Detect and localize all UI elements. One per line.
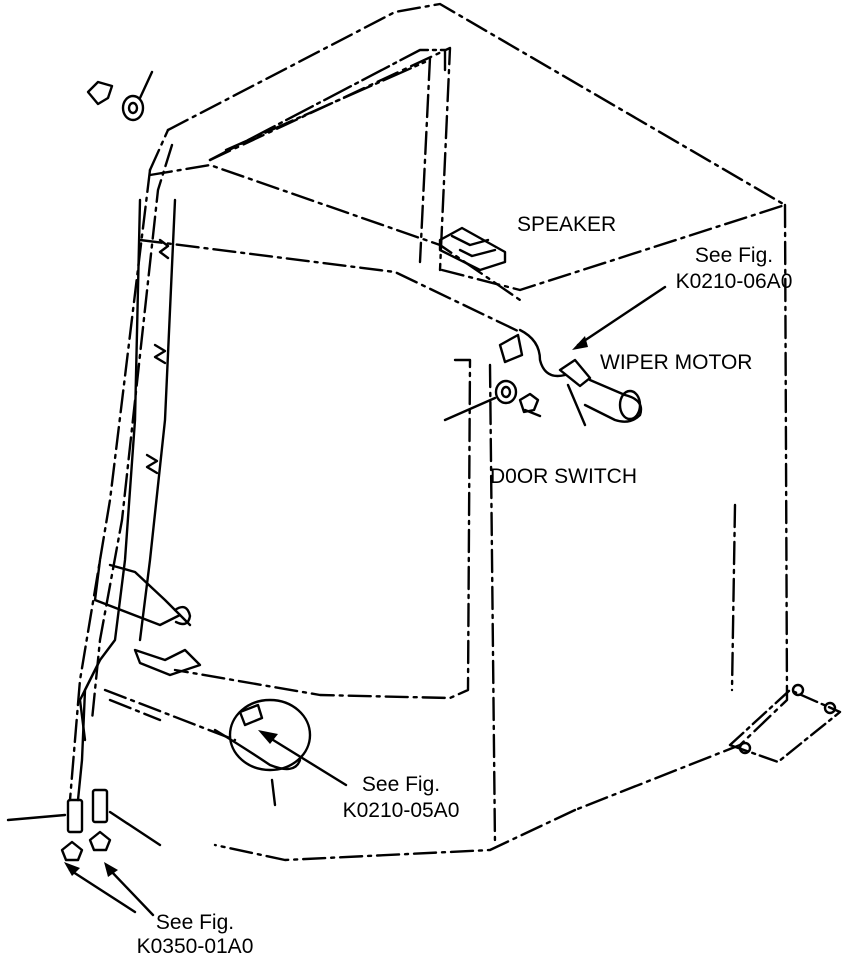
base-plate xyxy=(728,683,842,764)
harness-connectors xyxy=(133,238,202,677)
ref-middle-line2: K0210-05A0 xyxy=(342,799,460,822)
wiper-motor-part xyxy=(518,328,643,427)
wiper-motor-label: WIPER MOTOR xyxy=(600,351,753,374)
ref-top-line2: K0210-06A0 xyxy=(675,270,793,293)
door-switch-part xyxy=(443,333,542,422)
ref-middle-line1: See Fig. xyxy=(361,773,441,796)
clip-top-left xyxy=(86,70,154,122)
window-frame xyxy=(208,48,447,162)
ref-bottom-line1: See Fig. xyxy=(155,911,235,934)
wire-harness xyxy=(76,198,192,802)
door-switch-label: D0OR SWITCH xyxy=(490,465,637,488)
speaker-label: SPEAKER xyxy=(517,213,617,236)
leader-lines xyxy=(68,285,667,917)
floor-connectors xyxy=(6,788,162,862)
coiled-lead xyxy=(213,698,312,807)
ref-bottom-line2: K0350-01A0 xyxy=(136,935,254,958)
ref-top-line1: See Fig. xyxy=(694,244,774,267)
arrowheads xyxy=(64,336,588,877)
cab-outline xyxy=(68,2,789,862)
speaker-part xyxy=(438,226,507,272)
